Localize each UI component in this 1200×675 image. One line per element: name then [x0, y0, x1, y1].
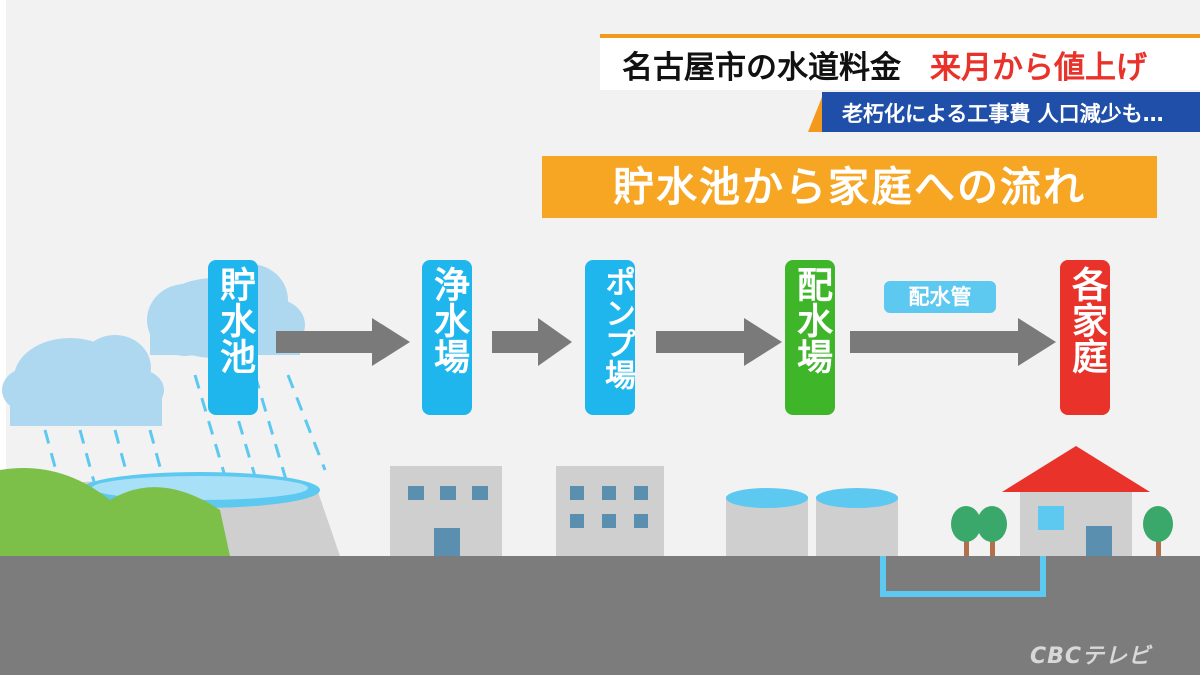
cloud-icon-small — [2, 335, 164, 426]
node-distribution-station: 配水場 — [785, 260, 835, 415]
node-homes: 各家庭 — [1060, 260, 1110, 415]
subbar-accent — [808, 92, 824, 132]
node-pump-station-label: ポンプ場 — [599, 266, 635, 390]
node-purification-plant: 浄水場 — [422, 260, 472, 415]
arrow-reservoir-to-purification — [276, 318, 410, 366]
house-icon — [1002, 446, 1150, 558]
node-purification-plant-label: 浄水場 — [428, 266, 469, 374]
arrow-distribution-to-homes — [850, 318, 1056, 366]
water-pipe — [880, 556, 1046, 597]
pump-station-building — [556, 466, 664, 558]
node-reservoir-label: 貯水池 — [214, 266, 255, 374]
tree-icon — [951, 506, 1173, 556]
headline-accent: 来月から値上げ — [930, 50, 1147, 86]
distribution-tanks — [726, 488, 898, 558]
headline-subtitle: 老朽化による工事費 人口減少も… — [842, 102, 1164, 126]
subtitle-bar: 老朽化による工事費 人口減少も… — [822, 92, 1200, 132]
broadcaster-logo: CBCテレビ — [1030, 644, 1152, 669]
purification-plant-building — [390, 466, 502, 558]
diagram-banner-text: 貯水池から家庭への流れ — [613, 163, 1086, 211]
node-distribution-station-label: 配水場 — [791, 266, 832, 374]
edge-label-distribution-pipe: 配水管 — [884, 281, 996, 313]
headline-bar: 名古屋市の水道料金 来月から値上げ — [600, 34, 1200, 90]
node-homes-label: 各家庭 — [1066, 266, 1107, 374]
node-pump-station: ポンプ場 — [585, 260, 635, 415]
node-reservoir: 貯水池 — [208, 260, 258, 415]
arrow-pump-to-distribution — [656, 318, 782, 366]
headline-title: 名古屋市の水道料金 — [622, 50, 901, 86]
ground — [0, 556, 1200, 675]
flow-arrows — [276, 318, 1056, 366]
diagram-banner: 貯水池から家庭への流れ — [542, 156, 1157, 218]
left-frame — [0, 0, 6, 675]
arrow-purification-to-pump — [492, 318, 572, 366]
green-hills — [0, 468, 230, 556]
